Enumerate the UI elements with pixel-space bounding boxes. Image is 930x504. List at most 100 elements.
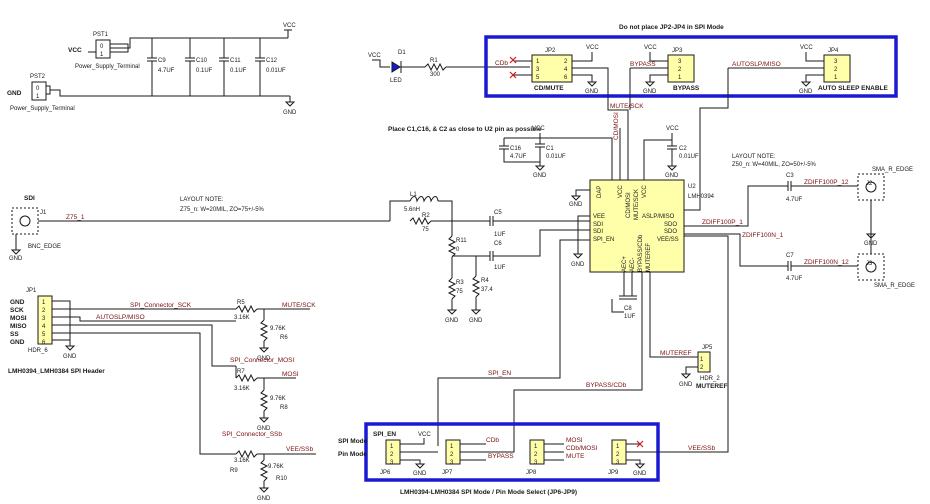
pst2-pin0: 0 — [36, 86, 40, 92]
gnd-j1: GND — [9, 256, 23, 262]
j1-ref: J1 — [40, 210, 47, 216]
sma-bottom: SMA_R_EDGE — [874, 283, 915, 289]
svg-text:1: 1 — [450, 444, 454, 450]
j1-val: BNC_EDGE — [28, 244, 61, 250]
net-autoslp: AUTOSLP/MISO — [732, 61, 781, 68]
jp1-pin-5: SS — [10, 331, 19, 338]
c3-val: 4.7UF — [786, 197, 803, 203]
net-spi-en: SPI_EN — [488, 370, 511, 377]
r3-val: 75 — [456, 289, 463, 295]
l1-ref: L1 — [410, 192, 417, 198]
jp2-val: CD/MUTE — [534, 85, 564, 92]
spi-mode-highlight-box — [484, 35, 898, 98]
c10-val: 0.1UF — [196, 68, 213, 74]
divider-r5-r6: R5 3.16K MUTE/SCK 9.76K R6 GND — [234, 300, 316, 362]
power-terminal-pst2: PST2 0 1 Power_Supply_Terminal GND — [7, 74, 290, 112]
sma-top: SMA_R_EDGE — [872, 167, 913, 173]
vcc-led: VCC — [368, 53, 381, 59]
gnd-jp5: GND — [679, 382, 693, 388]
gnd-r6: GND — [257, 356, 271, 362]
jp1-ref: JP1 — [26, 288, 37, 294]
c16-ref: C16 — [510, 146, 522, 152]
r9-val: 3.16K — [234, 458, 250, 464]
svg-text:3: 3 — [534, 460, 538, 466]
pst1-name: Power_Supply_Terminal — [75, 64, 140, 70]
u2-pin-aecn: AEC- — [630, 258, 636, 272]
vcc-c1: VCC — [532, 126, 545, 132]
c7-ref: C7 — [786, 253, 794, 259]
jp8-ref: JP8 — [526, 470, 537, 476]
jp9-ref: JP9 — [608, 470, 619, 476]
net-spi-ssb: SPI_Connector_SSb — [222, 431, 282, 438]
r8-ref: R8 — [280, 405, 288, 411]
svg-text:1: 1 — [834, 75, 838, 81]
jumper-jp6: SPI_EN 123 JP6 VCC GND — [373, 431, 438, 477]
c6-val: 1UF — [494, 265, 506, 271]
d1-val: LED — [390, 78, 402, 84]
net-zdiff100n: ZDIFF100N_12 — [804, 259, 849, 266]
c9-val: 4.7UF — [158, 68, 175, 74]
net-cdmosi: CD/MOSI — [613, 112, 620, 140]
r10-ref: R10 — [276, 476, 288, 482]
svg-text:1: 1 — [42, 300, 46, 306]
svg-text:2: 2 — [390, 452, 394, 458]
svg-text:2: 2 — [616, 452, 620, 458]
u2-pin-bypcdb: BYPASS/CDb — [638, 234, 644, 272]
svg-text:3: 3 — [616, 460, 620, 466]
caps-c16-c1: VCC C16 4.7UF C1 0.01UF GND — [499, 126, 613, 180]
r7-ref: R7 — [237, 369, 245, 375]
net-z75: Z75_1 — [66, 214, 85, 221]
jp6-spi-en: SPI_EN — [373, 431, 396, 438]
led-branch: VCC D1 LED R1 300 CDb — [368, 50, 530, 84]
jumper-jp5: JP5 12 HDR_2 MUTEREF MUTEREF GND — [649, 272, 727, 390]
svg-text:1: 1 — [390, 444, 394, 450]
u2-pin-cdmosi: CD/MOSI — [626, 192, 632, 218]
u2-pin-mutesck: MUTE/SCK — [634, 189, 640, 220]
svg-text:3: 3 — [678, 59, 682, 65]
svg-text:2: 2 — [450, 452, 454, 458]
gnd-r3: GND — [445, 318, 459, 324]
net-autoslp2: AUTOSLP/MISO — [96, 314, 145, 321]
gnd-jp4: GND — [799, 89, 813, 95]
vcc-jp3: VCC — [644, 45, 657, 51]
svg-text:6: 6 — [42, 340, 46, 346]
gnd-u2b: GND — [571, 262, 585, 268]
c7-val: 4.7UF — [786, 276, 803, 282]
cap-c8: C8 1UF — [611, 272, 637, 320]
net-mute2: MUTE — [566, 453, 585, 460]
jumper-jp7: 123 JP7 CDb BYPASS — [442, 437, 514, 476]
r9-ref: R9 — [230, 468, 238, 474]
gnd-r4: GND — [469, 318, 483, 324]
svg-text:1: 1 — [536, 59, 540, 65]
svg-text:4: 4 — [564, 67, 568, 73]
cap-c2: VCC C2 0.01UF GND — [643, 126, 699, 180]
svg-text:4: 4 — [42, 324, 46, 330]
u2-ref: U2 — [688, 184, 696, 190]
pst2-pin1: 1 — [36, 94, 40, 100]
u2-body — [589, 179, 685, 273]
pst1-pin1: 1 — [100, 52, 104, 58]
r5-ref: R5 — [237, 300, 245, 306]
c11-val: 0.1UF — [230, 68, 247, 74]
svg-text:2: 2 — [42, 308, 46, 314]
u2-pin-vee: VEE — [593, 214, 605, 220]
r8-val: 9.76K — [270, 396, 286, 402]
r3-ref: R3 — [456, 280, 464, 286]
svg-text:3: 3 — [390, 460, 394, 466]
c5-val: 1UF — [494, 232, 506, 238]
note-mode-title: LMH0394-LMH0384 SPI Mode / Pin Mode Sele… — [400, 489, 577, 496]
svg-text:1: 1 — [616, 444, 620, 450]
spi-mode-label: SPI Mode — [338, 438, 368, 445]
note-spi-mode: Do not place JP2-JP4 in SPI Mode — [619, 24, 724, 31]
pst2-ref: PST2 — [30, 74, 46, 80]
u2-pin-aslp: ASLP/MISO — [642, 214, 675, 220]
u2-pin-aecp: AEC+ — [622, 256, 628, 272]
svg-text:5: 5 — [536, 75, 540, 81]
svg-text:1: 1 — [678, 75, 682, 81]
r1-val: 300 — [430, 72, 441, 78]
divider-r7-r8: SPI_Connector_MOSI R7 3.16K MOSI 9.76K R… — [230, 357, 299, 432]
svg-text:2: 2 — [678, 67, 682, 73]
r6-ref: R6 — [280, 335, 288, 341]
jp4-ref: JP4 — [828, 48, 839, 54]
jp1-val: HDR_6 — [28, 348, 48, 354]
